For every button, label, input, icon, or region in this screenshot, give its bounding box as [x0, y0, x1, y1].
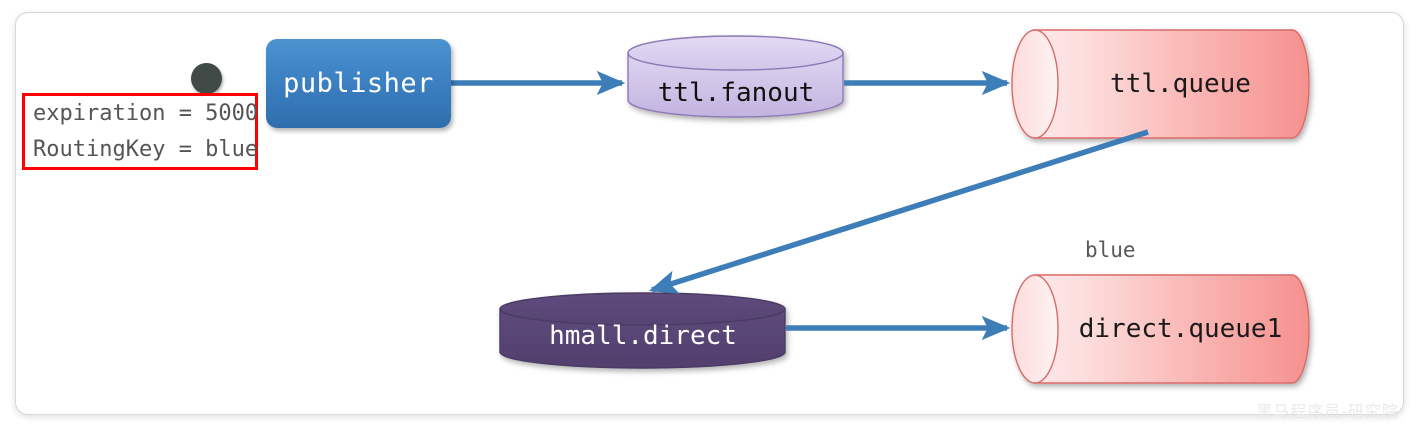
- node-direct-queue1[interactable]: direct.queue1: [1012, 275, 1309, 383]
- node-publisher[interactable]: publisher: [266, 39, 451, 128]
- annotation-line-expiration: expiration = 5000: [33, 100, 259, 126]
- marker-dot-icon: [191, 63, 222, 94]
- annotation-box: expiration = 5000 RoutingKey = blue: [22, 93, 258, 170]
- edge-label-blue: blue: [1085, 238, 1136, 262]
- node-direct-queue1-label: direct.queue1: [1078, 314, 1283, 344]
- watermark-text: 黑马程序员-研究院: [1256, 402, 1399, 421]
- node-ttl-queue[interactable]: ttl.queue: [1012, 30, 1309, 138]
- node-hmall-direct[interactable]: hmall.direct: [500, 293, 786, 373]
- node-ttl-fanout-label: ttl.fanout: [657, 78, 815, 108]
- node-publisher-label: publisher: [283, 68, 434, 99]
- annotation-line-routingkey: RoutingKey = blue: [33, 136, 259, 162]
- node-ttl-queue-label: ttl.queue: [1110, 69, 1251, 99]
- node-hmall-direct-label: hmall.direct: [549, 321, 737, 351]
- node-ttl-fanout[interactable]: ttl.fanout: [628, 38, 844, 120]
